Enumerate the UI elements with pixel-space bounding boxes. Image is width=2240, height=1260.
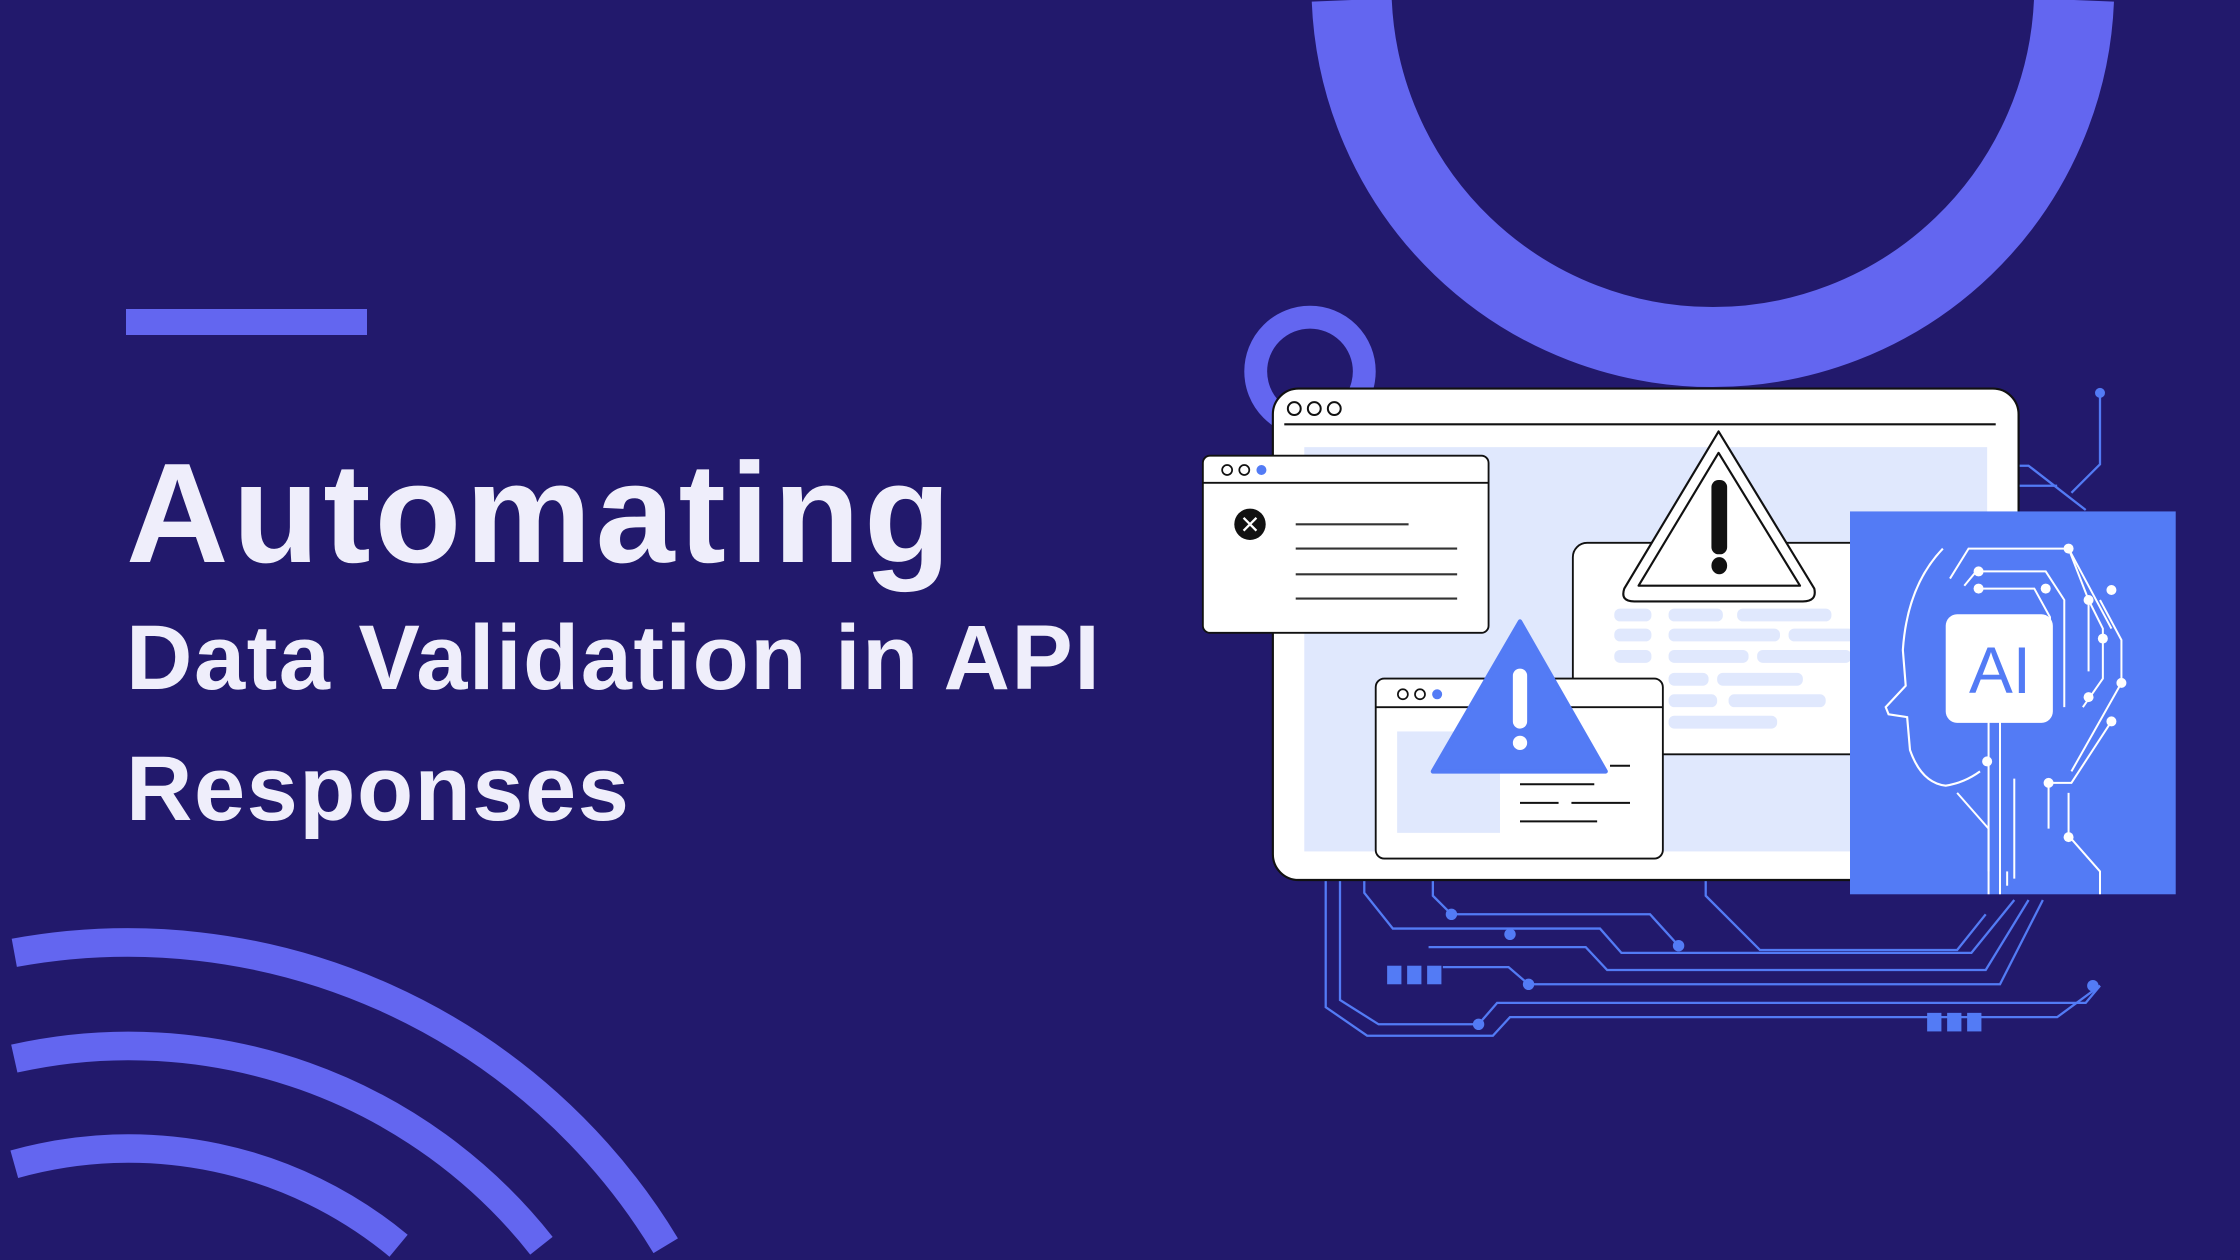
accent-bar bbox=[126, 309, 367, 335]
warning-triangle-blue-icon bbox=[1430, 619, 1608, 774]
ai-badge-label: AI bbox=[1969, 634, 2031, 707]
ai-badge bbox=[1945, 614, 2053, 723]
title-line-1: Automating bbox=[126, 434, 955, 593]
warning-triangle-outline-icon bbox=[1622, 430, 1816, 603]
ai-head-panel: AI bbox=[1850, 511, 2176, 895]
close-x-icon bbox=[1234, 508, 1266, 540]
bottom-left-arcs-decoration bbox=[10, 928, 678, 1257]
large-ring-decoration bbox=[1311, 0, 2114, 388]
error-popup-window bbox=[1201, 454, 1490, 634]
title-line-2: Data Validation in API bbox=[126, 607, 1102, 709]
title-line-3: Responses bbox=[126, 738, 631, 840]
